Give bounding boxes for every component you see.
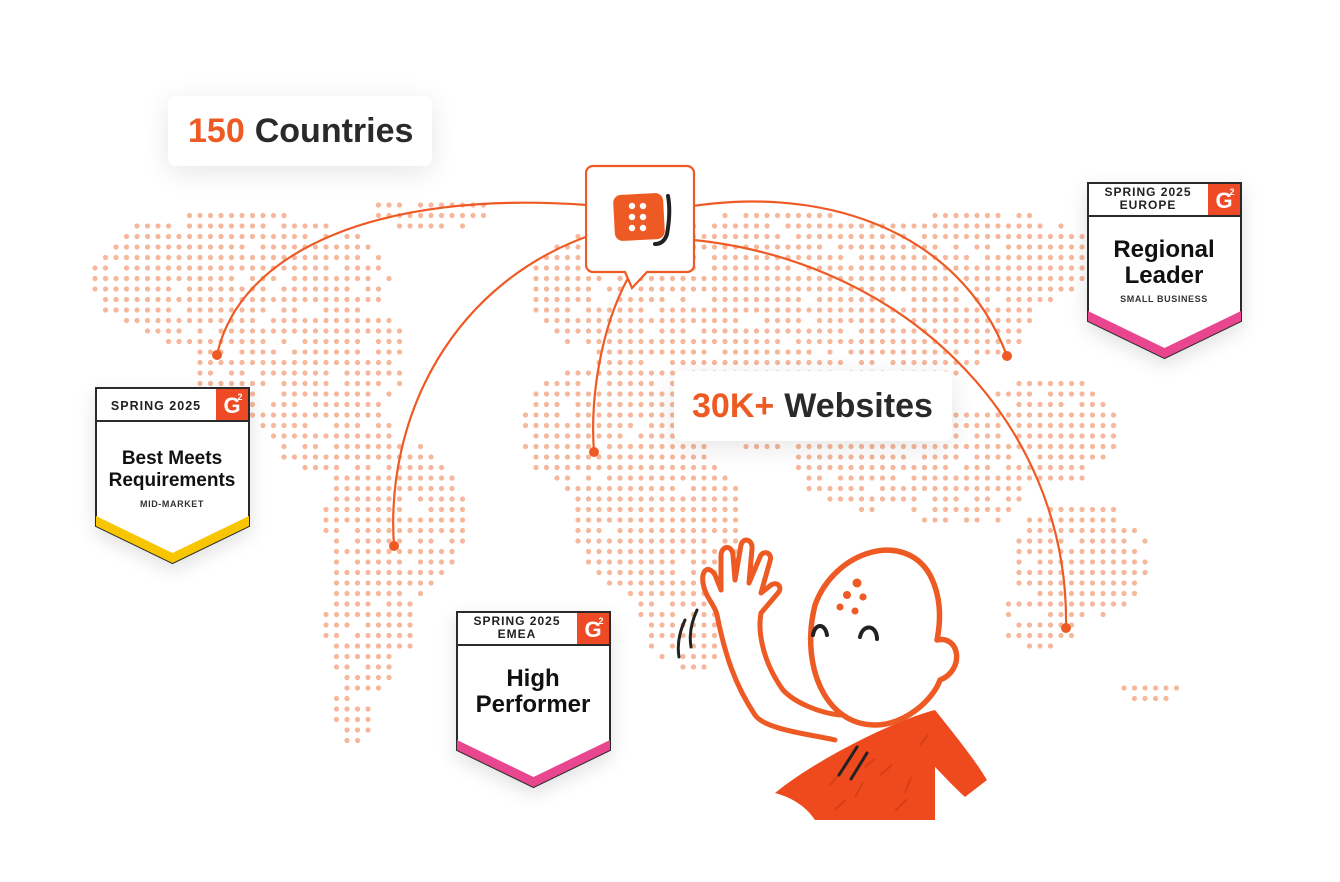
badge-title-line-2: Requirements bbox=[109, 470, 236, 491]
node-africa bbox=[589, 447, 599, 457]
badge-title-line-1: High bbox=[506, 665, 559, 692]
g2-logo-icon: G bbox=[223, 393, 240, 418]
badge-segment: SMALL BUSINESS bbox=[1120, 294, 1208, 304]
websites-number: 30K+ bbox=[692, 386, 775, 425]
badge-title-line-2: Performer bbox=[476, 691, 591, 718]
countries-stat-card: 150 Countries bbox=[168, 96, 432, 166]
arc-asia bbox=[669, 200, 1009, 357]
node-north-america bbox=[212, 350, 222, 360]
badge-title-line-2: Leader bbox=[1125, 262, 1204, 289]
countries-number: 150 bbox=[188, 111, 245, 150]
node-australia bbox=[1061, 623, 1071, 633]
svg-text:2: 2 bbox=[237, 392, 242, 402]
badge-season: SPRING 2025 bbox=[111, 399, 201, 413]
node-asia bbox=[1002, 351, 1012, 361]
badge-season: SPRING 2025 bbox=[473, 614, 560, 628]
g2-badge-best-meets-requirements: G 2 SPRING 2025 Best Meets Requirements … bbox=[95, 387, 250, 565]
waving-character-icon bbox=[676, 537, 987, 820]
chat-grid-logo-icon bbox=[585, 164, 696, 290]
websites-label: Websites bbox=[784, 386, 933, 425]
badge-region: EUROPE bbox=[1120, 198, 1177, 212]
arc-north-america bbox=[215, 201, 588, 356]
countries-label: Countries bbox=[254, 111, 414, 150]
websites-stat-card: 30K+ Websites bbox=[674, 371, 952, 441]
arc-australia bbox=[667, 236, 1068, 629]
g2-logo-icon: G bbox=[1215, 188, 1232, 213]
svg-text:2: 2 bbox=[1229, 187, 1234, 197]
svg-text:2: 2 bbox=[598, 616, 603, 626]
arc-africa bbox=[592, 277, 629, 453]
badge-title-line-1: Best Meets bbox=[122, 448, 222, 469]
badge-title-line-1: Regional bbox=[1113, 236, 1214, 263]
badge-season: SPRING 2025 bbox=[1104, 185, 1191, 199]
g2-logo-icon: G bbox=[584, 617, 601, 642]
badge-region: EMEA bbox=[498, 627, 537, 641]
g2-badge-regional-leader: G 2 SPRING 2025 EUROPE Regional Leader S… bbox=[1087, 182, 1242, 360]
badge-segment: MID-MARKET bbox=[140, 499, 204, 509]
node-south-america bbox=[389, 541, 399, 551]
arc-south-america bbox=[392, 230, 601, 547]
g2-badge-high-performer: G 2 SPRING 2025 EMEA High Performer bbox=[456, 611, 611, 789]
